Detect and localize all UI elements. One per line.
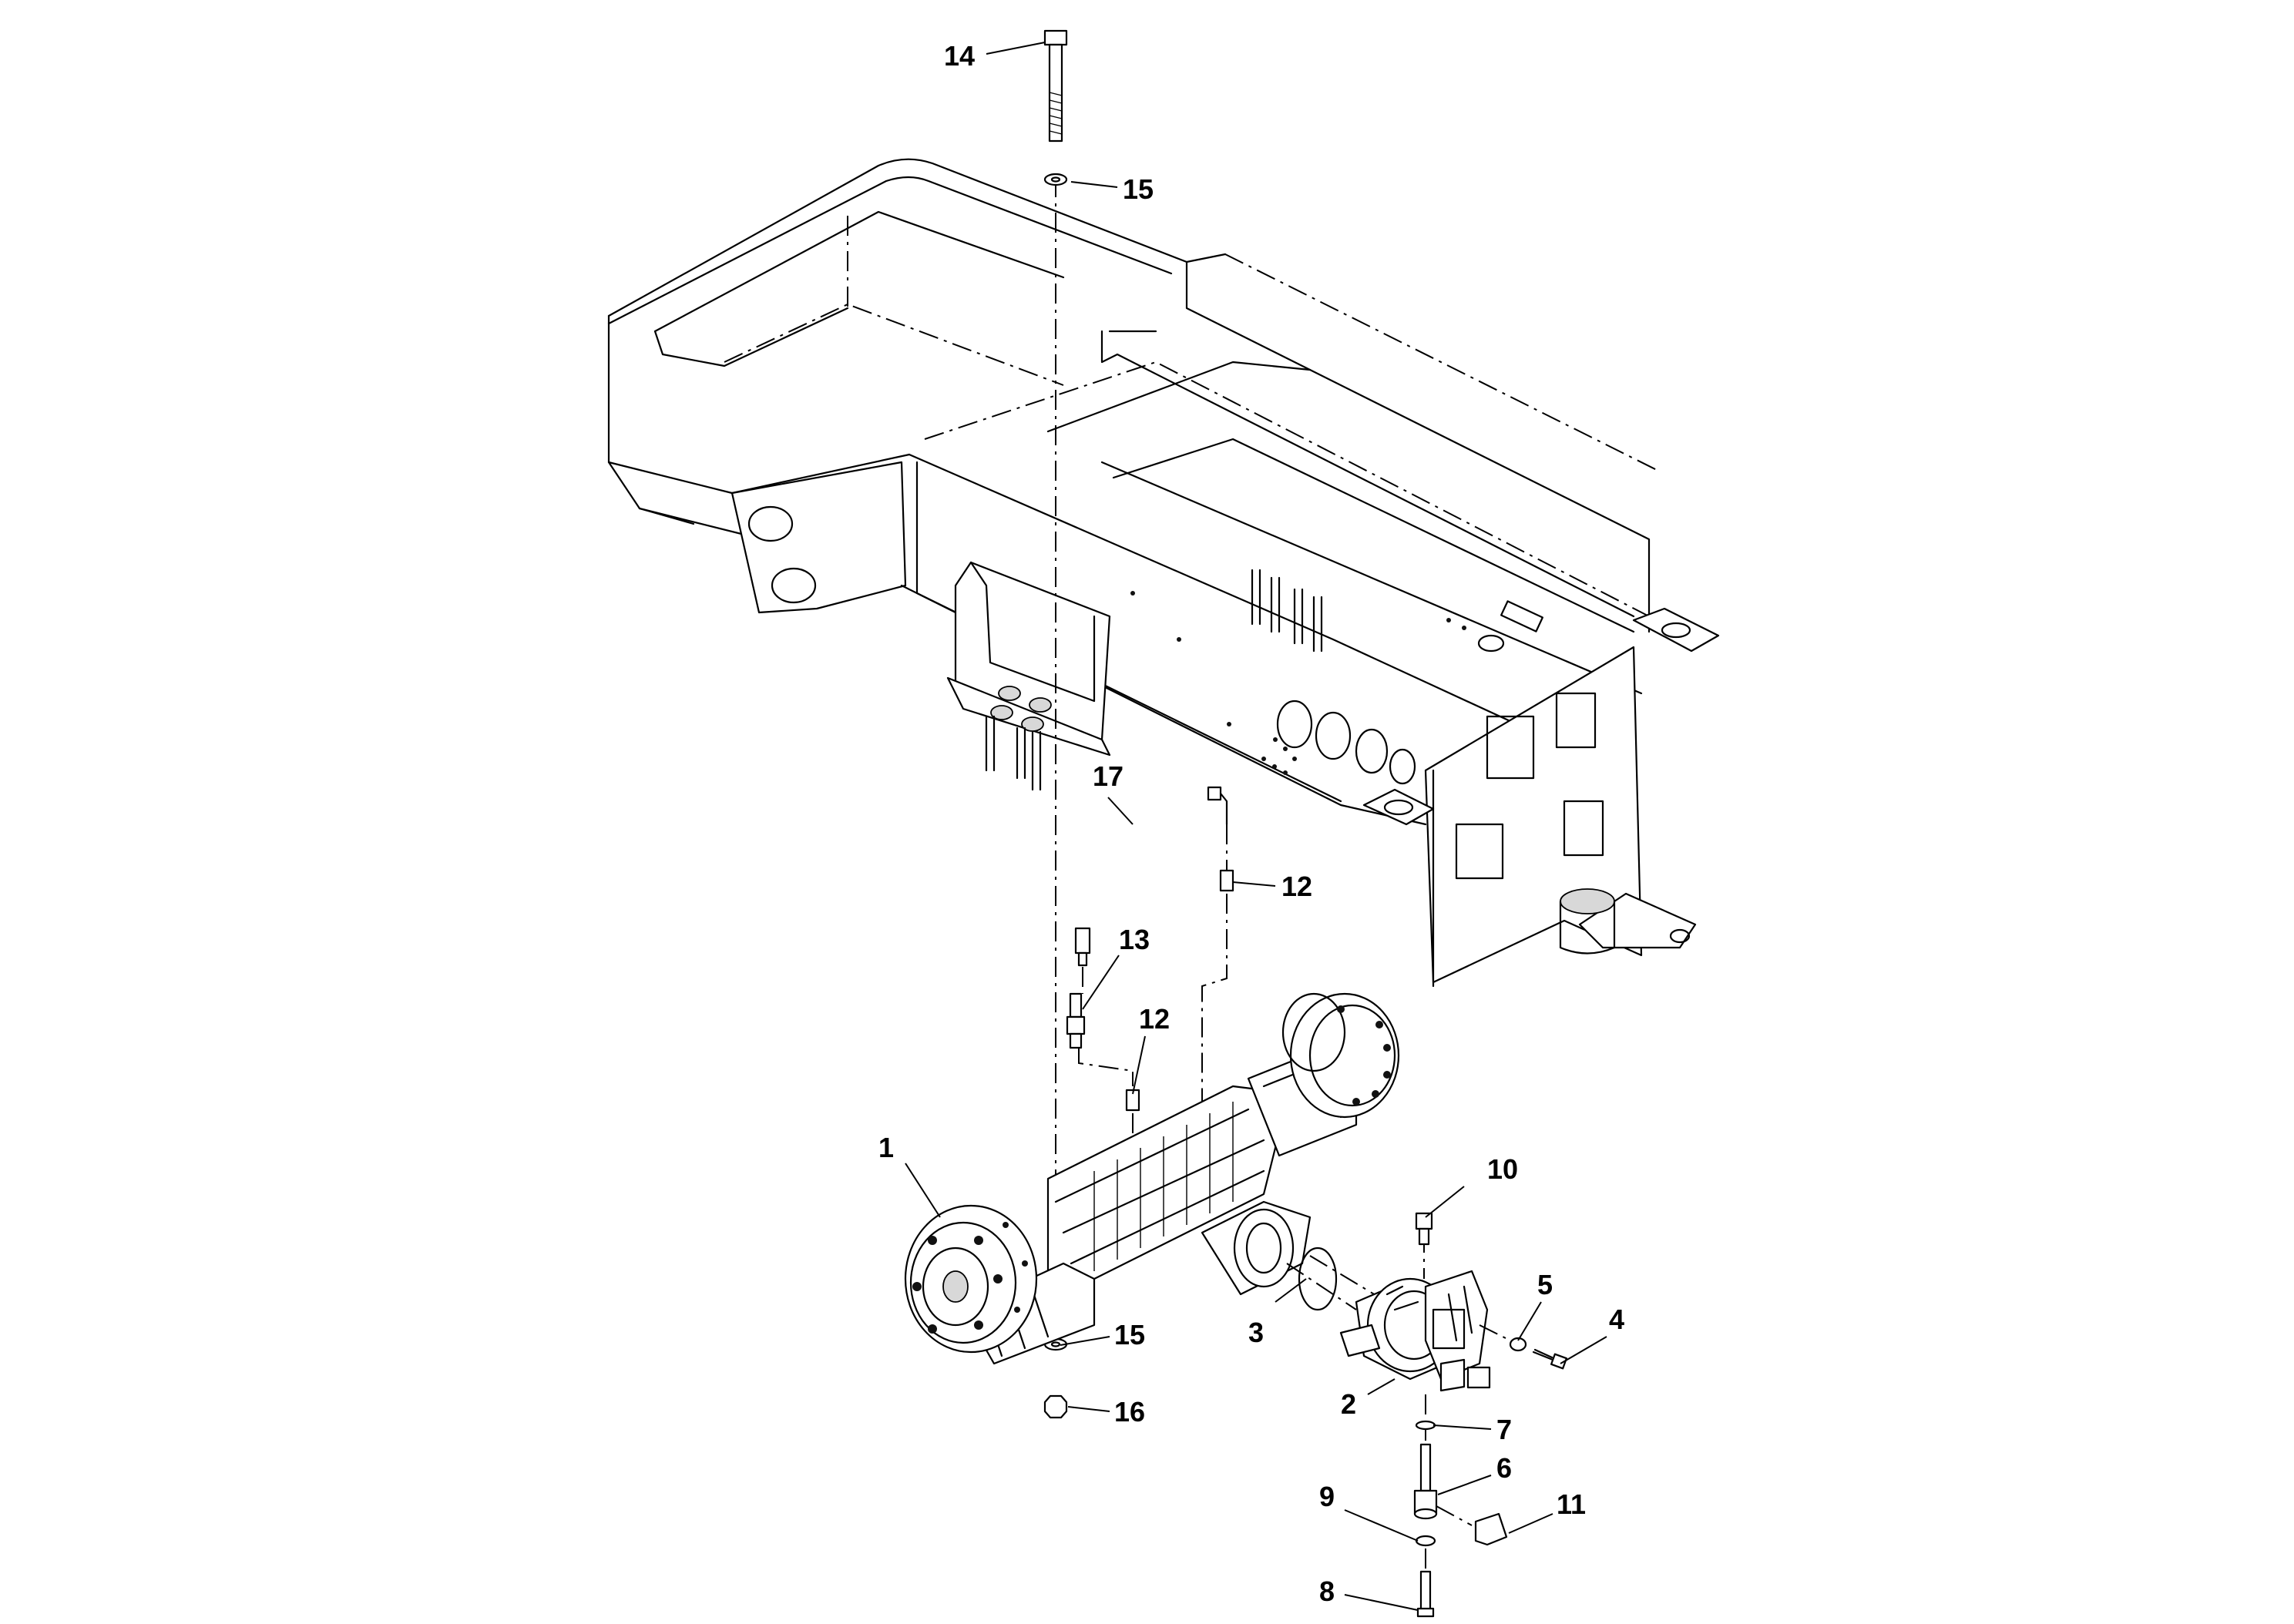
callout-5: 5 [1537,1269,1553,1300]
callout-2: 2 [1341,1388,1356,1420]
hydraulic-hose-17 [1066,786,1234,1140]
motor-bolt-4 [1479,1324,1568,1370]
callout-9: 9 [1319,1481,1335,1512]
callout-labels: 14 15 17 12 13 12 1 10 5 4 3 15 2 16 7 6… [878,40,1624,1607]
callout-13: 13 [1119,924,1150,955]
drive-axle-1 [904,992,1400,1365]
speed-sensor-stack [1413,1394,1508,1618]
callout-1: 1 [878,1132,894,1163]
chassis-frame [607,158,1720,988]
callout-3: 3 [1248,1317,1264,1348]
callout-12-upper: 12 [1281,871,1312,902]
o-ring-7 [1415,1420,1436,1431]
callout-11: 11 [1557,1488,1586,1520]
callout-6: 6 [1496,1452,1512,1484]
callout-15-bottom: 15 [1114,1319,1145,1351]
nut-16 [1043,1394,1068,1419]
callout-15-top: 15 [1123,173,1154,205]
connector-11 [1474,1512,1508,1546]
drive-motor-2 [1286,1212,1491,1392]
callout-4: 4 [1609,1304,1624,1335]
callout-17: 17 [1093,760,1123,792]
plug-10 [1415,1212,1433,1230]
fitting-12-lower [1125,1089,1140,1112]
callout-8: 8 [1319,1575,1335,1607]
washer-15-top [1043,173,1068,186]
callout-12-lower: 12 [1139,1003,1170,1035]
fitting-12-upper [1219,869,1234,892]
callout-7: 7 [1496,1414,1512,1445]
callout-16: 16 [1114,1396,1145,1428]
bolt-8 [1419,1570,1432,1612]
washer-9 [1415,1535,1436,1547]
callout-10: 10 [1487,1153,1518,1185]
leader-lines [905,42,1607,1611]
bolt-head-14 [1043,29,1068,46]
callout-14: 14 [944,40,975,72]
washer-5 [1509,1337,1527,1352]
fitting-13 [1069,992,1083,1018]
